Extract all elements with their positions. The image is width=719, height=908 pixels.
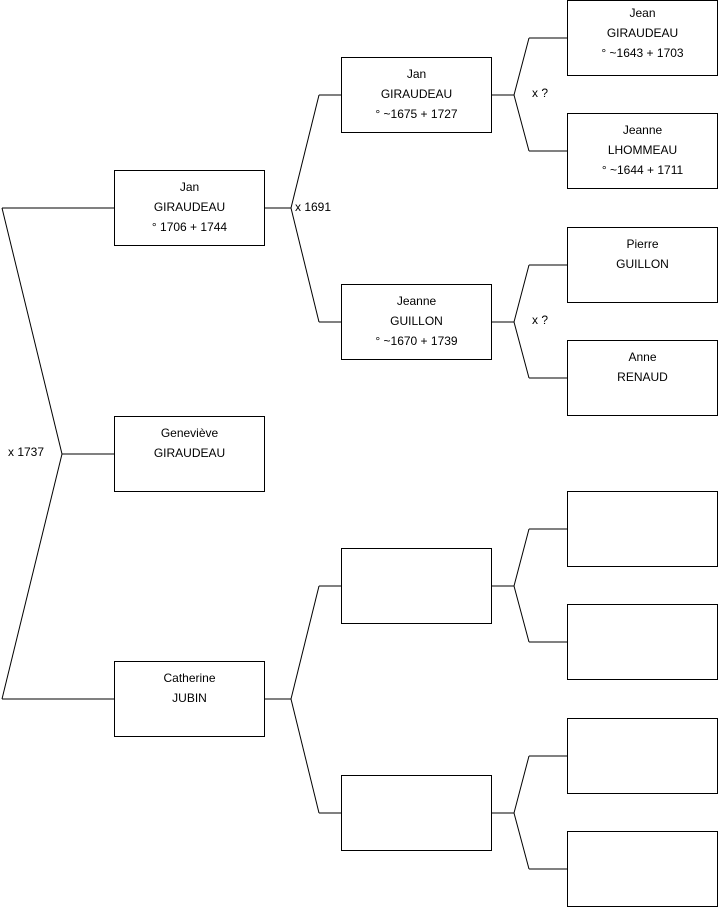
person-box-jan-giraudeau-1675[interactable]: Jan GIRAUDEAU ° ~1675 + 1727 [341,57,492,133]
person-first-name: Pierre [626,237,659,251]
person-box-empty-mother[interactable] [341,775,492,851]
person-box-catherine-jubin[interactable]: Catherine JUBIN [114,661,265,737]
person-first-name: Jeanne [396,294,437,308]
person-box-anne-renaud[interactable]: Anne RENAUD [567,340,718,416]
person-surname: LHOMMEAU [607,143,678,157]
fork-jan-giraudeau-to-father [290,94,320,209]
fork-empty-mother-parents-to-mother [513,812,530,870]
person-box-jan-giraudeau-1706[interactable]: Jan GIRAUDEAU ° 1706 + 1744 [114,170,265,246]
fork-catherine-jubin-to-mother [290,698,320,814]
person-box-jeanne-lhommeau[interactable]: Jeanne LHOMMEAU ° ~1644 + 1711 [567,113,718,189]
person-first-name: Jeanne [622,123,663,137]
person-surname: GUILLON [616,257,669,271]
person-box-genevieve-giraudeau[interactable]: Geneviève GIRAUDEAU [114,416,265,492]
person-surname: GIRAUDEAU [153,446,226,460]
fork-root-to-mother [1,453,63,700]
person-dates: ° ~1644 + 1711 [601,163,684,177]
fork-jan-giraudeau-to-mother [290,207,320,323]
fork-jan-giraudeau-parents-to-mother [513,94,530,152]
person-box-empty-gen3-3[interactable] [567,718,718,794]
marriage-label-unknown-2: x ? [532,313,549,327]
person-box-jean-giraudeau[interactable]: Jean GIRAUDEAU ° ~1643 + 1703 [567,0,718,76]
person-dates: ° ~1670 + 1739 [375,334,458,348]
person-surname: GIRAUDEAU [380,87,453,101]
person-surname: GUILLON [390,314,443,328]
fork-empty-father-parents-to-father [513,528,530,587]
fork-jan-giraudeau-parents-to-father [513,37,530,96]
person-first-name: Jean [629,6,656,20]
person-surname: RENAUD [617,370,668,384]
person-dates: ° 1706 + 1744 [151,220,228,234]
person-first-name: Jan [179,180,200,194]
person-box-empty-gen3-1[interactable] [567,491,718,567]
fork-jeanne-guillon-parents-to-father [513,264,530,323]
person-box-pierre-guillon[interactable]: Pierre GUILLON [567,227,718,303]
person-dates: ° ~1675 + 1727 [375,107,458,121]
person-first-name: Geneviève [160,426,219,440]
person-surname: GIRAUDEAU [153,200,226,214]
person-first-name: Catherine [163,671,216,685]
person-surname: GIRAUDEAU [606,26,679,40]
fork-catherine-jubin-to-father [290,585,320,700]
marriage-label-unknown-1: x ? [532,86,549,100]
marriage-label-1691: x 1691 [295,200,332,214]
person-dates: ° ~1643 + 1703 [601,46,684,60]
person-box-empty-father[interactable] [341,548,492,624]
marriage-label-1737: x 1737 [8,445,45,459]
person-box-jeanne-guillon[interactable]: Jeanne GUILLON ° ~1670 + 1739 [341,284,492,360]
person-box-empty-gen3-4[interactable] [567,831,718,907]
person-first-name: Jan [406,67,427,81]
person-surname: JUBIN [172,691,207,705]
fork-empty-mother-parents-to-father [513,755,530,814]
fork-jeanne-guillon-parents-to-mother [513,321,530,379]
fork-root-to-father [1,207,63,455]
person-box-empty-gen3-2[interactable] [567,604,718,680]
person-first-name: Anne [628,350,657,364]
fork-empty-father-parents-to-mother [513,585,530,643]
